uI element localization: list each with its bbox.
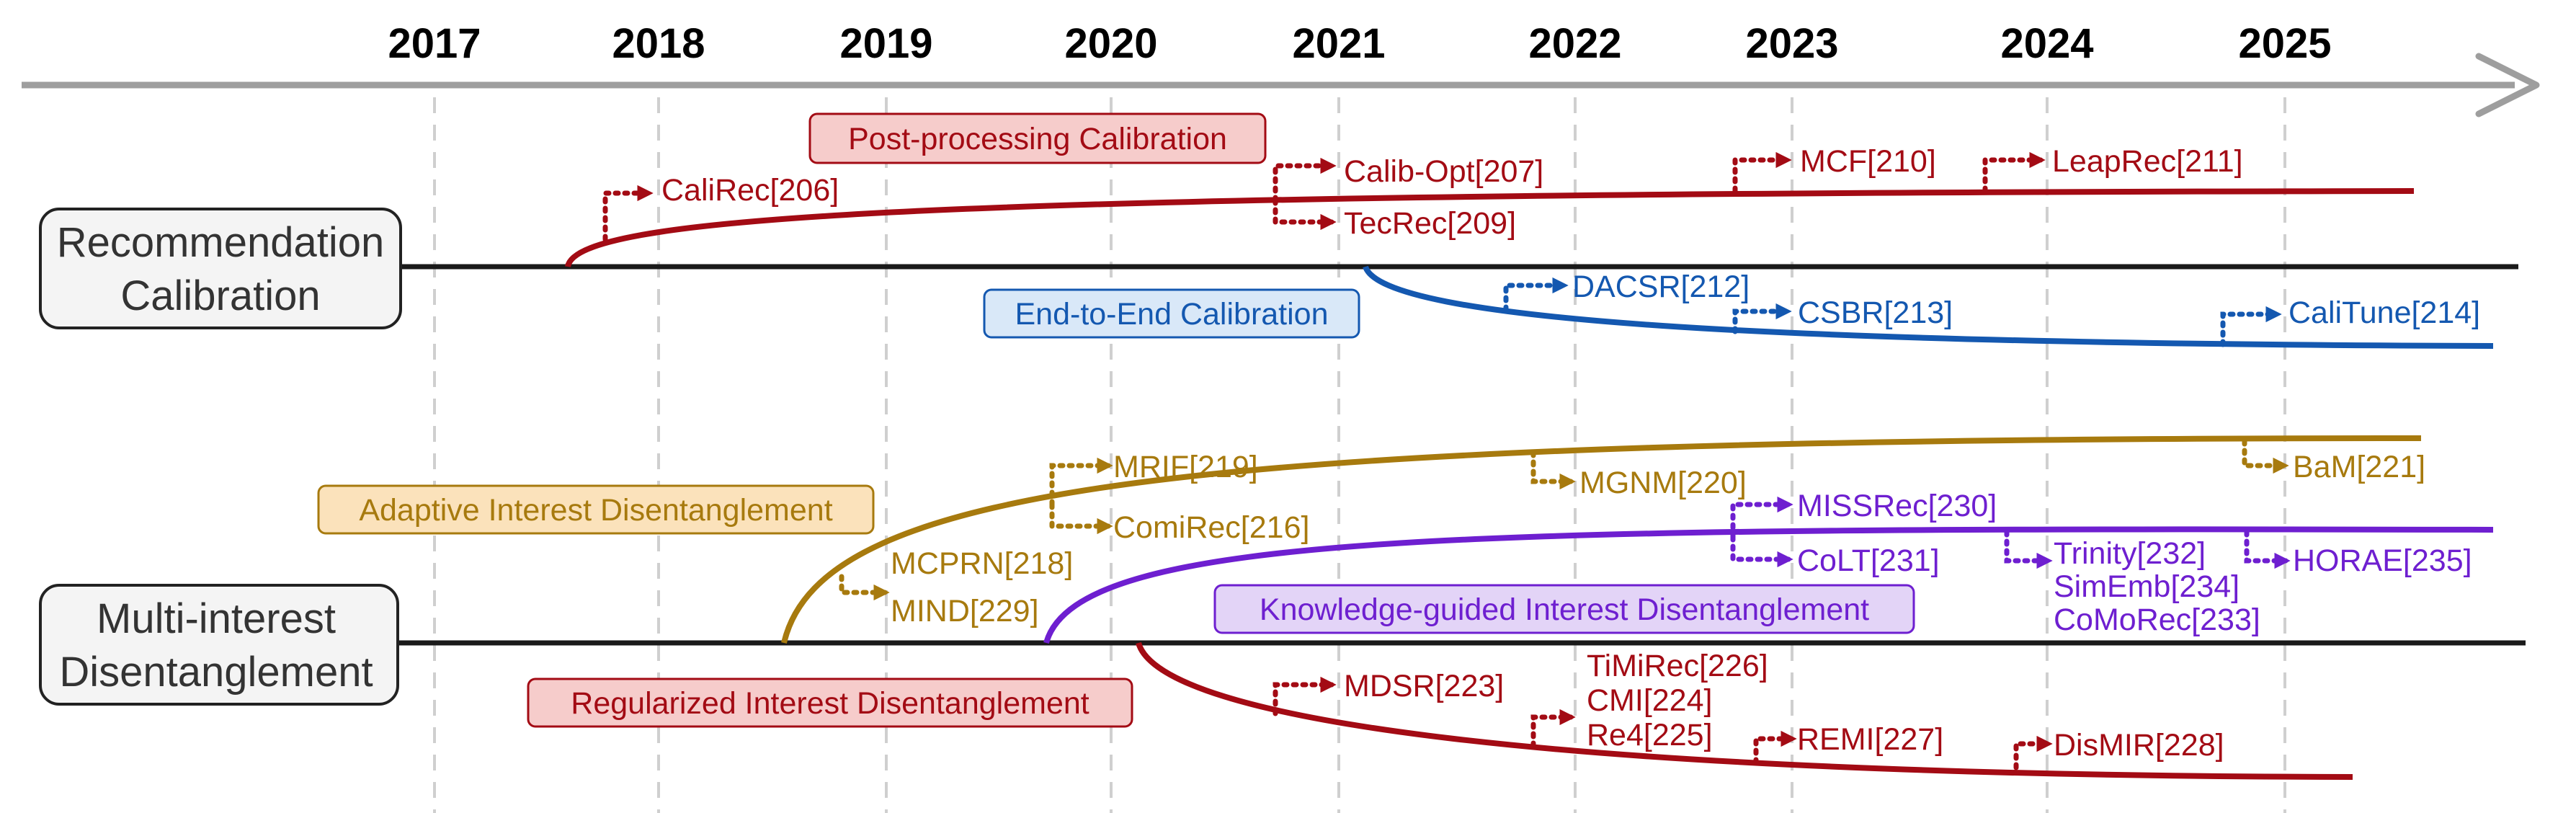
connector-arrow [2013, 735, 2053, 770]
connector-arrow [1732, 303, 1792, 334]
year-label: 2017 [388, 20, 481, 67]
branch-tag-label: Regularized Interest Disentanglement [571, 686, 1089, 721]
year-label: 2018 [612, 20, 705, 67]
method-label: DisMIR[228] [2054, 728, 2224, 763]
year-label: 2024 [2000, 20, 2093, 67]
method-label: MCPRN[218] [891, 546, 1073, 581]
post-processing-curve [565, 188, 2415, 267]
connector-arrow [1730, 534, 1793, 568]
knowledge-curve [1043, 526, 2494, 644]
year-label: 2025 [2238, 20, 2331, 67]
category-box [39, 208, 402, 329]
end-to-end-curve [1363, 265, 2494, 349]
category-disentanglement: Multi-interest Disentanglement [39, 584, 399, 706]
connector-arrow [2220, 306, 2282, 347]
method-label: TecRec[209] [1344, 206, 1516, 241]
connector-arrow [1530, 450, 1576, 490]
branch-tag-post-processing: Post-processing Calibration [808, 112, 1267, 164]
method-label: HORAE[235] [2293, 543, 2472, 578]
year-label: 2023 [1745, 20, 1838, 67]
method-label: LeapRec[211] [2052, 144, 2243, 179]
method-label: CSBR[213] [1798, 296, 1953, 330]
connector-arrow [839, 574, 890, 601]
year-gridlines [433, 97, 2286, 813]
regularized-curve [1136, 641, 2353, 780]
year-label: 2019 [839, 20, 932, 67]
connector-arrow [1273, 676, 1337, 716]
method-label: Trinity[232] [2054, 536, 2206, 571]
method-label: TiMiRec[226] [1587, 649, 1768, 683]
method-label: Re4[225] [1587, 718, 1713, 752]
method-label: CaliTune[214] [2288, 296, 2480, 330]
category-calibration: Recommendation Calibration [39, 208, 402, 329]
category-label-line1: Recommendation [57, 219, 385, 266]
method-label: MISSRec[230] [1797, 489, 1997, 523]
branch-tag-label: Post-processing Calibration [848, 122, 1227, 156]
branch-tag-label: Adaptive Interest Disentanglement [359, 493, 832, 528]
method-label: DACSR[212] [1572, 270, 1750, 304]
connector-arrow [1753, 730, 1797, 765]
connector-arrow [1982, 151, 2046, 194]
method-label: CoMoRec[233] [2054, 603, 2260, 637]
method-label: Calib-Opt[207] [1344, 154, 1543, 189]
connector-arrow [602, 185, 654, 242]
branch-tag-label: End-to-End Calibration [1015, 297, 1328, 332]
connector-arrow [2004, 529, 2053, 569]
branch-tag-end-to-end: End-to-End Calibration [983, 288, 1360, 339]
method-label: MIND[229] [891, 594, 1039, 628]
method-label: MGNM[220] [1579, 466, 1747, 500]
branch-tag-regularized: Regularized Interest Disentanglement [527, 678, 1133, 728]
branch-tag-knowledge: Knowledge-guided Interest Disentanglemen… [1213, 584, 1915, 634]
method-label: MCF[210] [1800, 144, 1936, 179]
method-label: ComiRec[216] [1113, 510, 1309, 545]
connector-arrow [1049, 457, 1113, 507]
time-axis-arrowhead [2475, 53, 2540, 117]
category-label-line2: Calibration [120, 272, 320, 319]
connector-arrow [1503, 277, 1569, 313]
year-label: 2020 [1064, 20, 1157, 67]
method-label: BaM[221] [2293, 450, 2425, 484]
year-label: 2021 [1292, 20, 1385, 67]
method-label: MRIF[219] [1113, 450, 1258, 484]
branch-tag-adaptive: Adaptive Interest Disentanglement [317, 484, 875, 535]
method-label: MDSR[223] [1344, 669, 1504, 703]
method-label: SimEmb[234] [2054, 569, 2239, 604]
connector-arrow [1730, 496, 1793, 540]
category-label-line2: Disentanglement [59, 649, 373, 696]
year-label: 2022 [1528, 20, 1621, 67]
method-label: REMI[227] [1797, 722, 1943, 757]
connector-arrow [2244, 529, 2291, 569]
category-label-line1: Multi-interest [97, 595, 336, 642]
method-label: CMI[224] [1587, 683, 1712, 718]
category-box [39, 584, 399, 706]
method-label: CoLT[231] [1797, 543, 1940, 578]
connector-arrow [2242, 438, 2289, 474]
year-labels: 2017 2018 2019 2020 2021 2022 2023 2024 … [388, 20, 2331, 67]
method-label: CaliRec[206] [661, 173, 839, 208]
connector-arrow [1732, 151, 1792, 194]
connector-arrow [1049, 502, 1113, 535]
connector-arrow [1273, 197, 1337, 231]
branch-tag-label: Knowledge-guided Interest Disentanglemen… [1260, 592, 1869, 627]
adaptive-curve [781, 435, 2422, 644]
connector-arrow [1273, 157, 1337, 203]
connector-arrow [1530, 708, 1576, 749]
